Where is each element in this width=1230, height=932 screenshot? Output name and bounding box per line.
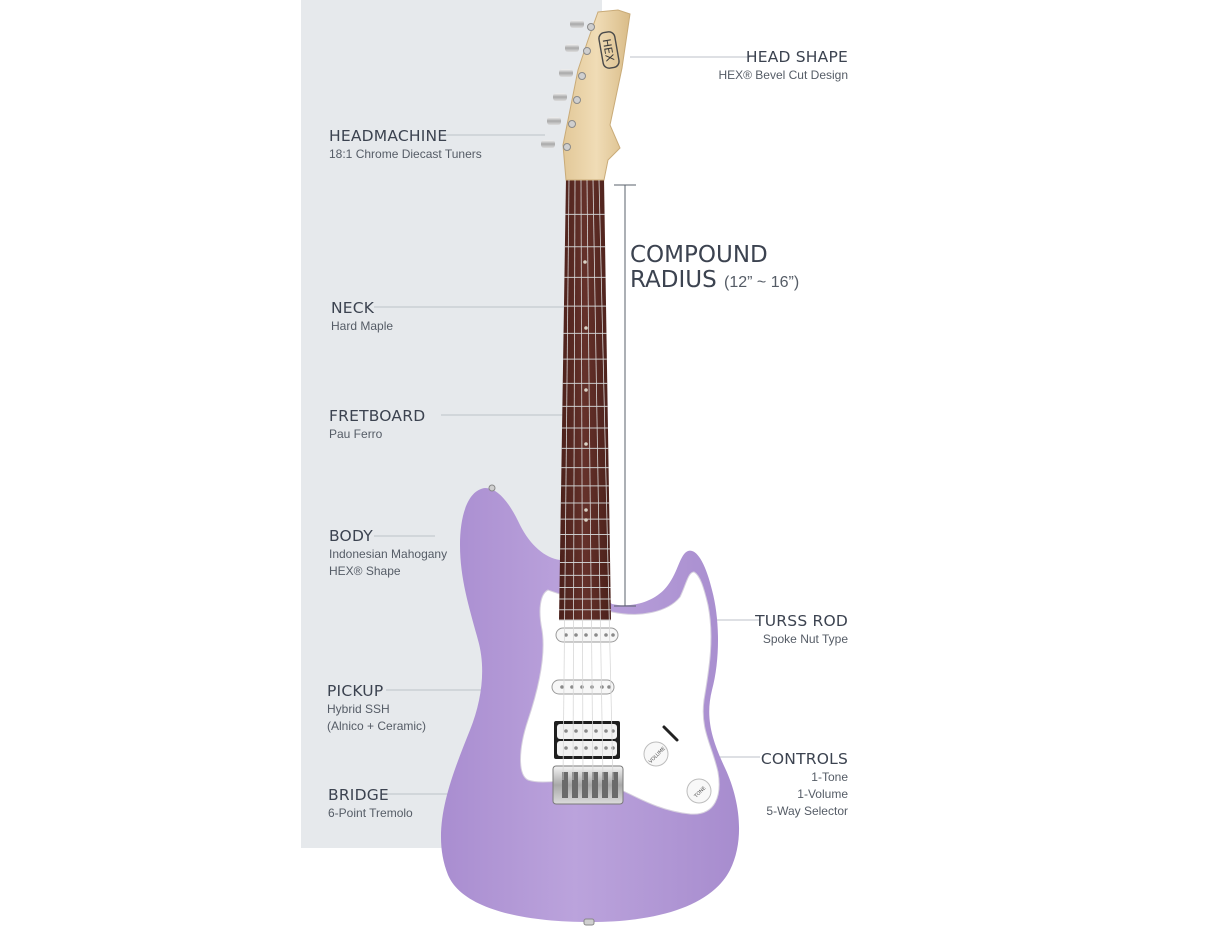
frets <box>559 179 611 621</box>
strings <box>562 179 614 781</box>
tuner <box>553 93 581 104</box>
neck-title: NECK <box>331 299 375 317</box>
spec-fretboard: FRETBOARD Pau Ferro <box>329 407 425 443</box>
head-shape-title: HEAD SHAPE <box>745 48 848 66</box>
truss-rod-title: TURSS ROD <box>755 612 848 630</box>
tremolo-bridge <box>552 765 624 805</box>
spec-body: BODY Indonesian Mahogany HEX® Shape <box>329 527 447 580</box>
pickup-selector-switch <box>662 725 679 742</box>
spec-neck: NECK Hard Maple <box>331 299 393 335</box>
body-desc-2: HEX® Shape <box>329 564 401 578</box>
headmachine-title: HEADMACHINE <box>329 127 448 145</box>
tone-knob: TONE <box>686 778 712 804</box>
controls-desc-3: 5-Way Selector <box>766 804 848 818</box>
hex-logo-text: HEX <box>600 38 617 63</box>
compound-radius-range: (12” ~ 16”) <box>724 274 800 291</box>
pickup-title: PICKUP <box>327 682 384 700</box>
volume-knob: VOLUME <box>643 741 669 767</box>
bridge-desc: 6-Point Tremolo <box>328 806 413 820</box>
controls-title: CONTROLS <box>760 750 848 768</box>
controls-desc-2: 1-Volume <box>797 787 848 801</box>
truss-rod-desc: Spoke Nut Type <box>762 632 848 646</box>
fret-markers <box>583 260 588 522</box>
head-shape-desc: HEX® Bevel Cut Design <box>718 68 848 82</box>
tuner <box>547 117 576 128</box>
compound-radius-line1: COMPOUND <box>630 242 768 268</box>
tuner <box>565 44 591 55</box>
spec-compound-radius: COMPOUND RADIUS (12” ~ 16”) <box>630 243 799 295</box>
compound-radius-line2: RADIUS <box>630 267 717 293</box>
headstock <box>562 9 631 181</box>
spec-pickup: PICKUP Hybrid SSH (Alnico + Ceramic) <box>327 682 426 735</box>
spec-bridge: BRIDGE 6-Point Tremolo <box>328 786 413 822</box>
headmachine-desc: 18:1 Chrome Diecast Tuners <box>329 147 482 161</box>
tuning-pegs <box>541 20 595 151</box>
neck-pickup <box>555 627 619 643</box>
pickup-desc-1: Hybrid SSH <box>327 702 390 716</box>
body-desc-1: Indonesian Mahogany <box>329 547 448 561</box>
tuner <box>559 69 586 80</box>
strap-button-top <box>488 484 496 492</box>
radius-bracket <box>614 184 636 607</box>
fretboard <box>559 178 611 620</box>
pickup-desc-2: (Alnico + Ceramic) <box>327 719 427 733</box>
neck-desc: Hard Maple <box>331 319 394 333</box>
bridge-title: BRIDGE <box>328 786 389 804</box>
hex-logo: HEX <box>598 31 620 69</box>
tuner <box>541 140 571 151</box>
strap-button-bottom <box>583 918 595 926</box>
spec-head-shape: HEAD SHAPE HEX® Bevel Cut Design <box>700 48 848 84</box>
controls-desc-1: 1-Tone <box>811 770 848 784</box>
fretboard-desc: Pau Ferro <box>329 427 383 441</box>
humbucker-pickup <box>554 721 620 759</box>
spec-controls: CONTROLS 1-Tone 1-Volume 5-Way Selector <box>700 750 848 820</box>
spec-headmachine: HEADMACHINE 18:1 Chrome Diecast Tuners <box>329 127 482 163</box>
fretboard-title: FRETBOARD <box>329 407 426 425</box>
tuner <box>570 20 595 31</box>
body-title: BODY <box>329 527 373 545</box>
spec-truss-rod: TURSS ROD Spoke Nut Type <box>700 612 848 648</box>
